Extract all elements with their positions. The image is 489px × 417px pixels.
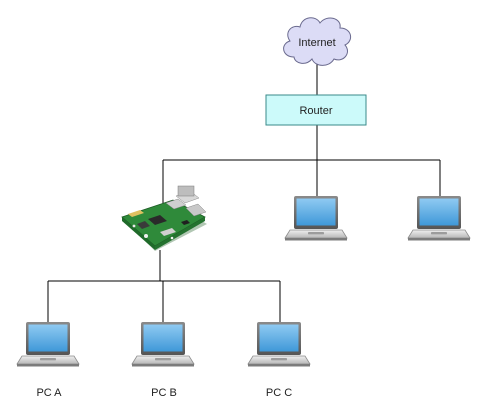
pc-c-node: PC C xyxy=(247,321,311,399)
connection-lines xyxy=(47,62,441,322)
router-box xyxy=(265,94,367,126)
internet-node: Internet xyxy=(283,17,352,66)
pc-b-label: PC B xyxy=(151,387,177,399)
laptop-icon xyxy=(16,321,80,367)
laptop-right xyxy=(407,195,471,241)
router-node: Router xyxy=(265,94,367,126)
router-label: Router xyxy=(299,105,332,117)
laptop-icon xyxy=(407,195,471,241)
cloud-icon xyxy=(283,17,352,66)
laptop-center xyxy=(284,195,348,241)
laptop-icon xyxy=(247,321,311,367)
laptop-icon xyxy=(284,195,348,241)
laptop-icon xyxy=(131,321,195,367)
pc-a-label: PC A xyxy=(36,387,62,399)
internet-label: Internet xyxy=(298,37,335,49)
pc-a-node: PC A xyxy=(16,321,80,399)
raspberry-pi-board-icon xyxy=(121,185,207,251)
pc-b-node: PC B xyxy=(131,321,195,399)
pc-c-label: PC C xyxy=(266,387,292,399)
